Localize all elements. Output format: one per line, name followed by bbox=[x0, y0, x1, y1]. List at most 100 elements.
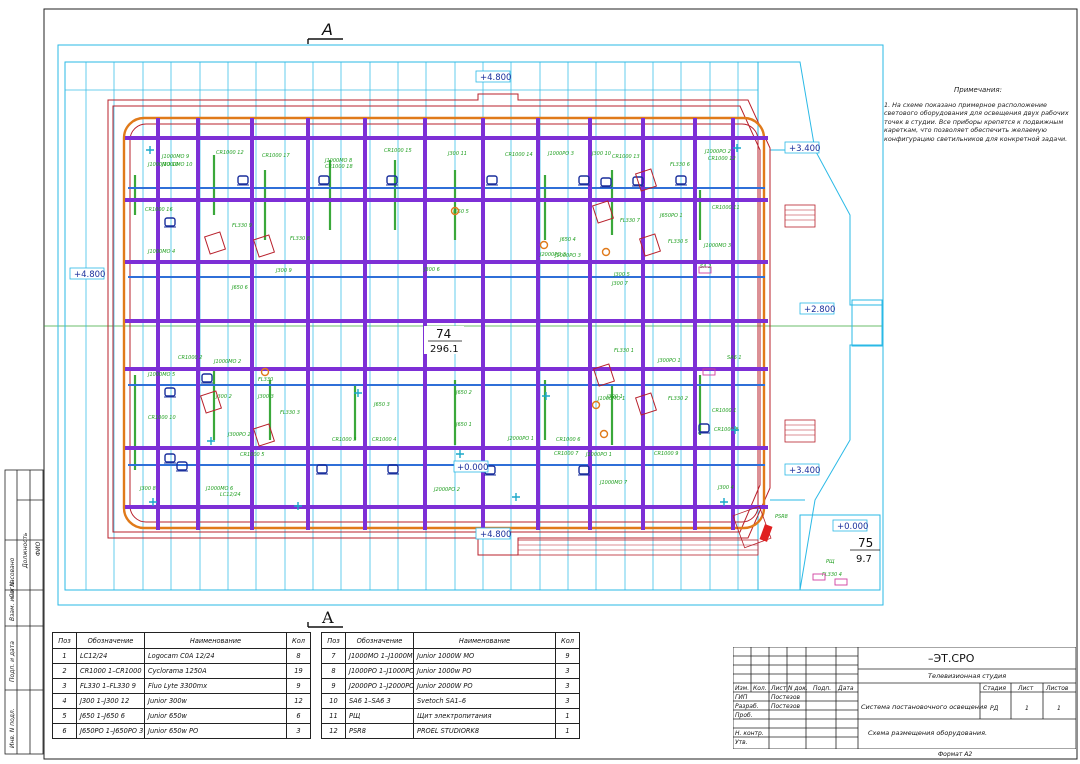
spec-qty: 3 bbox=[286, 723, 311, 739]
spec-designation: SA6 1–SA6 3 bbox=[345, 693, 414, 709]
cyclorama-icon bbox=[512, 493, 520, 501]
tb-sheet-head: Лист bbox=[1017, 685, 1034, 692]
spotlight-icon bbox=[386, 175, 398, 185]
blue-rails bbox=[128, 187, 765, 466]
tb-sheets: 1 bbox=[1057, 705, 1061, 712]
format-label: Формат А2 bbox=[938, 751, 973, 758]
tb-name-1: Постезов bbox=[771, 694, 801, 701]
tb-stage-head: Стадия bbox=[983, 685, 1006, 692]
spotlight-icon bbox=[486, 175, 498, 185]
spec-qty: 3 bbox=[555, 663, 580, 679]
spec-name: Fluo Lyte 3300mx bbox=[144, 678, 287, 694]
fixture-label: J1000PO 2 bbox=[704, 149, 731, 155]
cyclorama-icon bbox=[146, 146, 154, 154]
tb-sheet: 1 bbox=[1025, 705, 1029, 712]
notes-text: 1. На схеме показано примерное расположе… bbox=[884, 100, 1069, 143]
tb-role-nkontr: Н. контр. bbox=[735, 730, 764, 737]
spotlight-icon bbox=[316, 464, 328, 474]
fixture-label: CR1000 8 bbox=[714, 427, 738, 433]
fixture-label: J1000PO 3 bbox=[547, 151, 574, 157]
fixture-label: FL330 3 bbox=[280, 410, 300, 416]
spotlight-icon bbox=[164, 387, 176, 397]
fixture-label: J300 3 bbox=[257, 394, 274, 400]
fixture-label: FL330 8 bbox=[290, 236, 310, 242]
sheet-frame bbox=[43, 8, 1078, 760]
fluo-lyte-icon bbox=[199, 390, 223, 414]
fixture-label: J300 11 bbox=[447, 151, 467, 157]
room-tag-side: 75 9.7 bbox=[850, 536, 880, 565]
fixture-label: CR1000 5 bbox=[240, 452, 264, 458]
fixture-label: J1000MO 6 bbox=[205, 486, 233, 492]
cyclorama-icon bbox=[733, 144, 741, 152]
spec-pos: 4 bbox=[52, 693, 77, 709]
spec-designation: CR1000 1–CR1000 19 bbox=[76, 663, 145, 679]
fixture-label: J1000MO 5 bbox=[147, 372, 175, 378]
level-markers: +4.800 +4.800 +4.800 +3.400 +2.800 +3.40… bbox=[69, 70, 868, 540]
fixture-label: J1000MO 2 bbox=[213, 359, 241, 365]
left-stamp bbox=[4, 469, 44, 755]
level-floor-2: +0.000 bbox=[837, 522, 868, 532]
spotlight-icon bbox=[164, 453, 176, 463]
fixture-label: J650 6 bbox=[231, 285, 248, 291]
fluo-lyte-icon bbox=[252, 234, 276, 258]
fixture-label: J1000MO 4 bbox=[147, 249, 175, 255]
fixture-label: CR1000 13 bbox=[612, 154, 640, 160]
room-number-main: 74 bbox=[436, 327, 451, 341]
spec-pos: 7 bbox=[321, 648, 346, 664]
spec-designation: J1000PO 1–J1000PO 3 bbox=[345, 663, 414, 679]
fixture-label: J650PO 1 bbox=[659, 213, 683, 219]
fixture-label: FL330 bbox=[258, 377, 273, 383]
junior-lamp-icon bbox=[539, 240, 549, 250]
svetoch-icon bbox=[702, 368, 716, 376]
fixture-label: FL330 2 bbox=[668, 396, 688, 402]
spec-name: Junior 300w bbox=[144, 693, 287, 709]
junior-lamp-icon bbox=[260, 367, 270, 377]
section-mark-bottom: A bbox=[307, 608, 343, 628]
tb-col-sign: Подп. bbox=[813, 685, 831, 692]
tb-role-approve: Утв. bbox=[735, 739, 748, 746]
fixture-label: CR1000 4 bbox=[372, 437, 396, 443]
fixture-label: PSR8 bbox=[775, 514, 788, 520]
spec-name: Щит электропитания bbox=[413, 708, 556, 724]
fixture-label: J1000MO 3 bbox=[703, 243, 731, 249]
tb-code: –ЭТ.СРО bbox=[928, 652, 975, 665]
tb-col-date: Дата bbox=[837, 685, 854, 692]
left-stamp-text: Согласовано Должность ФИО Взам. инв. N П… bbox=[9, 532, 42, 748]
spec-name: Cyclorama 1250A bbox=[144, 663, 287, 679]
junior-lamp-icon bbox=[591, 400, 601, 410]
junior-lamp-icon bbox=[599, 429, 609, 439]
section-mark-top: A bbox=[307, 20, 343, 44]
spec-designation: J1000MO 1–J1000MO 9 bbox=[345, 648, 414, 664]
fixture-label: CR1000 1 bbox=[712, 408, 736, 414]
spec-pos: 2 bbox=[52, 663, 77, 679]
tb-sheet-title: Схема размещения оборудования. bbox=[868, 729, 987, 737]
spec-pos: 1 bbox=[52, 648, 77, 664]
spec-designation: PSR8 bbox=[345, 723, 414, 739]
spotlight-icon bbox=[387, 464, 399, 474]
cyclorama-icon bbox=[731, 426, 739, 434]
spotlight-icon bbox=[632, 176, 644, 186]
tb-system: Система постановочного освещения bbox=[861, 703, 987, 711]
fixture-label: J650 1 bbox=[455, 422, 472, 428]
spec-pos: 11 bbox=[321, 708, 346, 724]
fixture-label: LC12/24 bbox=[220, 492, 241, 498]
fixture-label: J300 7 bbox=[611, 281, 629, 287]
spec-head-designation: Обозначение bbox=[76, 632, 145, 649]
section-label-top: A bbox=[321, 20, 333, 39]
tb-role-dev: Разраб. bbox=[735, 703, 759, 710]
tb-role-gip: ГИП bbox=[735, 694, 748, 701]
fixture-label: FL330 9 bbox=[232, 223, 252, 229]
fixture-label: J300 9 bbox=[275, 268, 292, 274]
fixture-label: J650 2 bbox=[455, 390, 472, 396]
spec-head-qty: Кол bbox=[286, 632, 311, 649]
spec-pos: 9 bbox=[321, 678, 346, 694]
fixture-label: J300 1 bbox=[606, 394, 623, 400]
spotlight-icon bbox=[698, 423, 710, 433]
